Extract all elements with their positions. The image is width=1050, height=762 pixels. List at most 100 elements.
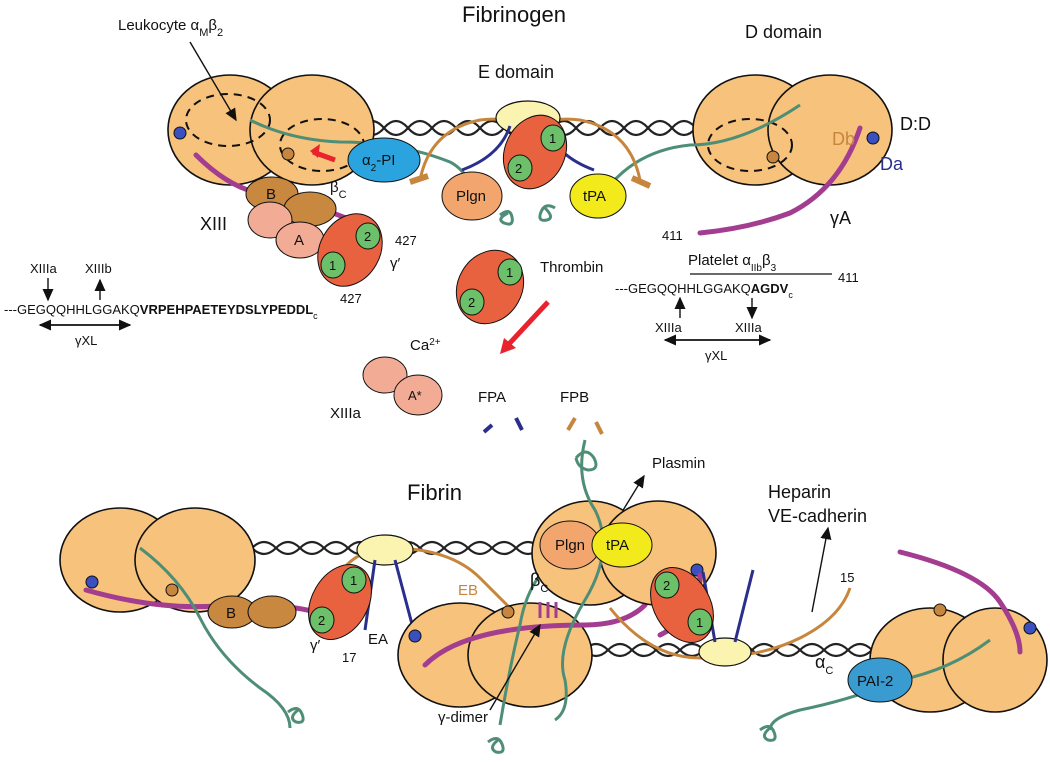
ca-label: Ca bbox=[410, 337, 430, 354]
vecadherin-label: VE-cadherin bbox=[768, 506, 867, 526]
gamma-prime-lower: γ′ bbox=[310, 637, 321, 654]
xiiia-right-1: XIIIa bbox=[655, 320, 683, 335]
alpha2-pi-suffix: -PI bbox=[376, 152, 395, 169]
alpha2-pi-sub: 2 bbox=[371, 163, 377, 174]
seq-left-sub: c bbox=[313, 311, 318, 321]
plasmin-label: Plasmin bbox=[652, 455, 705, 472]
d-domain-label: D domain bbox=[745, 22, 822, 42]
heparin-label: Heparin bbox=[768, 482, 831, 502]
platelet-sub: IIb bbox=[751, 263, 763, 274]
factor-xiii: B A 2 1 bbox=[245, 176, 383, 287]
tpa-lower-label: tPA bbox=[606, 537, 629, 554]
alpha-c-label: α bbox=[815, 652, 825, 672]
platelet-beta-sub: 3 bbox=[771, 263, 777, 274]
a-star-label: A* bbox=[408, 388, 422, 403]
svg-text:α2-PI: α2-PI bbox=[362, 152, 395, 174]
xiiia-cluster-label: XIIIa bbox=[330, 405, 362, 422]
xiiia-right-2: XIIIa bbox=[735, 320, 763, 335]
svg-text:Platelet αIIbβ3: Platelet αIIbβ3 bbox=[688, 252, 777, 274]
seq-right-plain: ---GEGQQHHLGGAKQ bbox=[615, 281, 751, 296]
fibrin-right-d: PAI-2 bbox=[759, 549, 1048, 742]
svg-text:---GEGQQHHLGGAKQVRPEHPAETEYDSL: ---GEGQQHHLGGAKQVRPEHPAETEYDSLYPEDDLc bbox=[4, 302, 318, 321]
eb-label: EB bbox=[458, 582, 478, 599]
thrombin-exosite-2-label: 2 bbox=[515, 161, 522, 176]
leukocyte-beta-sub: 2 bbox=[217, 27, 223, 39]
svg-text:βC: βC bbox=[530, 570, 548, 595]
xiiib-left-label: XIIIb bbox=[85, 261, 112, 276]
svg-text:Ca2+: Ca2+ bbox=[410, 337, 441, 355]
seq-right-bold: AGDV bbox=[751, 281, 789, 296]
thrombin-label: Thrombin bbox=[540, 259, 603, 276]
svg-text:βC: βC bbox=[330, 179, 347, 201]
beta-c-lower: β bbox=[530, 570, 540, 590]
n427-top: 427 bbox=[395, 233, 417, 248]
gxl-left: γXL bbox=[75, 333, 97, 348]
xiii-a-label: A bbox=[294, 232, 304, 249]
tpa-top-label: tPA bbox=[583, 188, 606, 205]
right-thrombin-2: 2 bbox=[663, 578, 670, 593]
seq-right-sub: c bbox=[788, 290, 793, 300]
alpha2-pi-alpha: α bbox=[362, 152, 371, 169]
leukocyte-beta: β bbox=[208, 17, 217, 34]
xiiia-left-label: XIIIa bbox=[30, 261, 58, 276]
thrombin-arrow bbox=[506, 300, 550, 347]
n15-label: 15 bbox=[840, 570, 854, 585]
fibrin-xiii-b-label: B bbox=[226, 605, 236, 622]
xiii-b-label: B bbox=[266, 186, 276, 203]
beta-c-sub: C bbox=[339, 189, 347, 201]
n411-right: 411 bbox=[838, 270, 859, 285]
xiii-label: XIII bbox=[200, 214, 227, 234]
platelet-label: Platelet α bbox=[688, 252, 751, 269]
free-thrombin-2: 2 bbox=[468, 295, 475, 310]
alpha2-pi: α2-PI bbox=[347, 137, 421, 183]
top-right-d-domain bbox=[578, 74, 893, 236]
plgn-lower-label: Plgn bbox=[555, 537, 585, 554]
gamma-a-label: γA bbox=[830, 208, 851, 228]
gamma-dimer-label: γ-dimer bbox=[438, 709, 488, 726]
plgn-top-label: Plgn bbox=[456, 188, 486, 205]
da-label: Da bbox=[880, 154, 904, 174]
thrombin-exosite-1-label: 1 bbox=[549, 131, 556, 146]
platelet-beta: β bbox=[762, 252, 771, 269]
free-thrombin-1: 1 bbox=[506, 265, 513, 280]
xiii-thrombin-1: 1 bbox=[329, 258, 336, 273]
pai2-label: PAI-2 bbox=[857, 673, 893, 690]
plgn-top: Plgn bbox=[441, 171, 514, 226]
xiii-thrombin-2: 2 bbox=[364, 229, 371, 244]
seq-left-plain: ---GEGQQHHLGGAKQ bbox=[4, 302, 140, 317]
leukocyte-sub: M bbox=[199, 27, 208, 39]
alpha-c-sub: C bbox=[825, 665, 833, 677]
fibrin-e-domain: 1 2 bbox=[308, 534, 522, 640]
svg-text:αC: αC bbox=[815, 652, 833, 677]
ea-label: EA bbox=[368, 631, 388, 648]
fibrin-title: Fibrin bbox=[407, 480, 462, 505]
beta-c-label: β bbox=[330, 179, 339, 196]
n17-label: 17 bbox=[342, 650, 356, 665]
right-thrombin-1: 1 bbox=[696, 615, 703, 630]
fibrinogen-title: Fibrinogen bbox=[462, 2, 566, 27]
n427-bottom: 427 bbox=[340, 291, 362, 306]
fibrin-right-e: 2 1 bbox=[608, 567, 852, 667]
fibrin-thrombin-1: 1 bbox=[350, 573, 357, 588]
beta-c-lower-sub: C bbox=[540, 583, 548, 595]
svg-text:Leukocyte αMβ2: Leukocyte αMβ2 bbox=[118, 17, 223, 39]
db-label: Db bbox=[832, 129, 855, 149]
top-left-d-domain bbox=[167, 74, 487, 233]
fibrin-xiii-b: B bbox=[207, 595, 297, 629]
gamma-prime-label: γ′ bbox=[390, 255, 401, 272]
dd-label: D:D bbox=[900, 114, 931, 134]
gxl-right: γXL bbox=[705, 348, 727, 363]
leukocyte-label: Leukocyte α bbox=[118, 17, 200, 34]
e-domain-label: E domain bbox=[478, 62, 554, 82]
fpb-label: FPB bbox=[560, 389, 589, 406]
fibrin-thrombin-2: 2 bbox=[318, 613, 325, 628]
seq-left-bold: VRPEHPAETEYDSLYPEDDL bbox=[140, 302, 313, 317]
fibrin-left-d bbox=[59, 507, 319, 729]
ca-sup: 2+ bbox=[429, 337, 441, 348]
xiiia-cluster: A* bbox=[362, 356, 443, 416]
fpa-label: FPA bbox=[478, 389, 506, 406]
svg-text:---GEGQQHHLGGAKQAGDVc: ---GEGQQHHLGGAKQAGDVc bbox=[615, 281, 793, 300]
n411-top: 411 bbox=[662, 228, 683, 243]
